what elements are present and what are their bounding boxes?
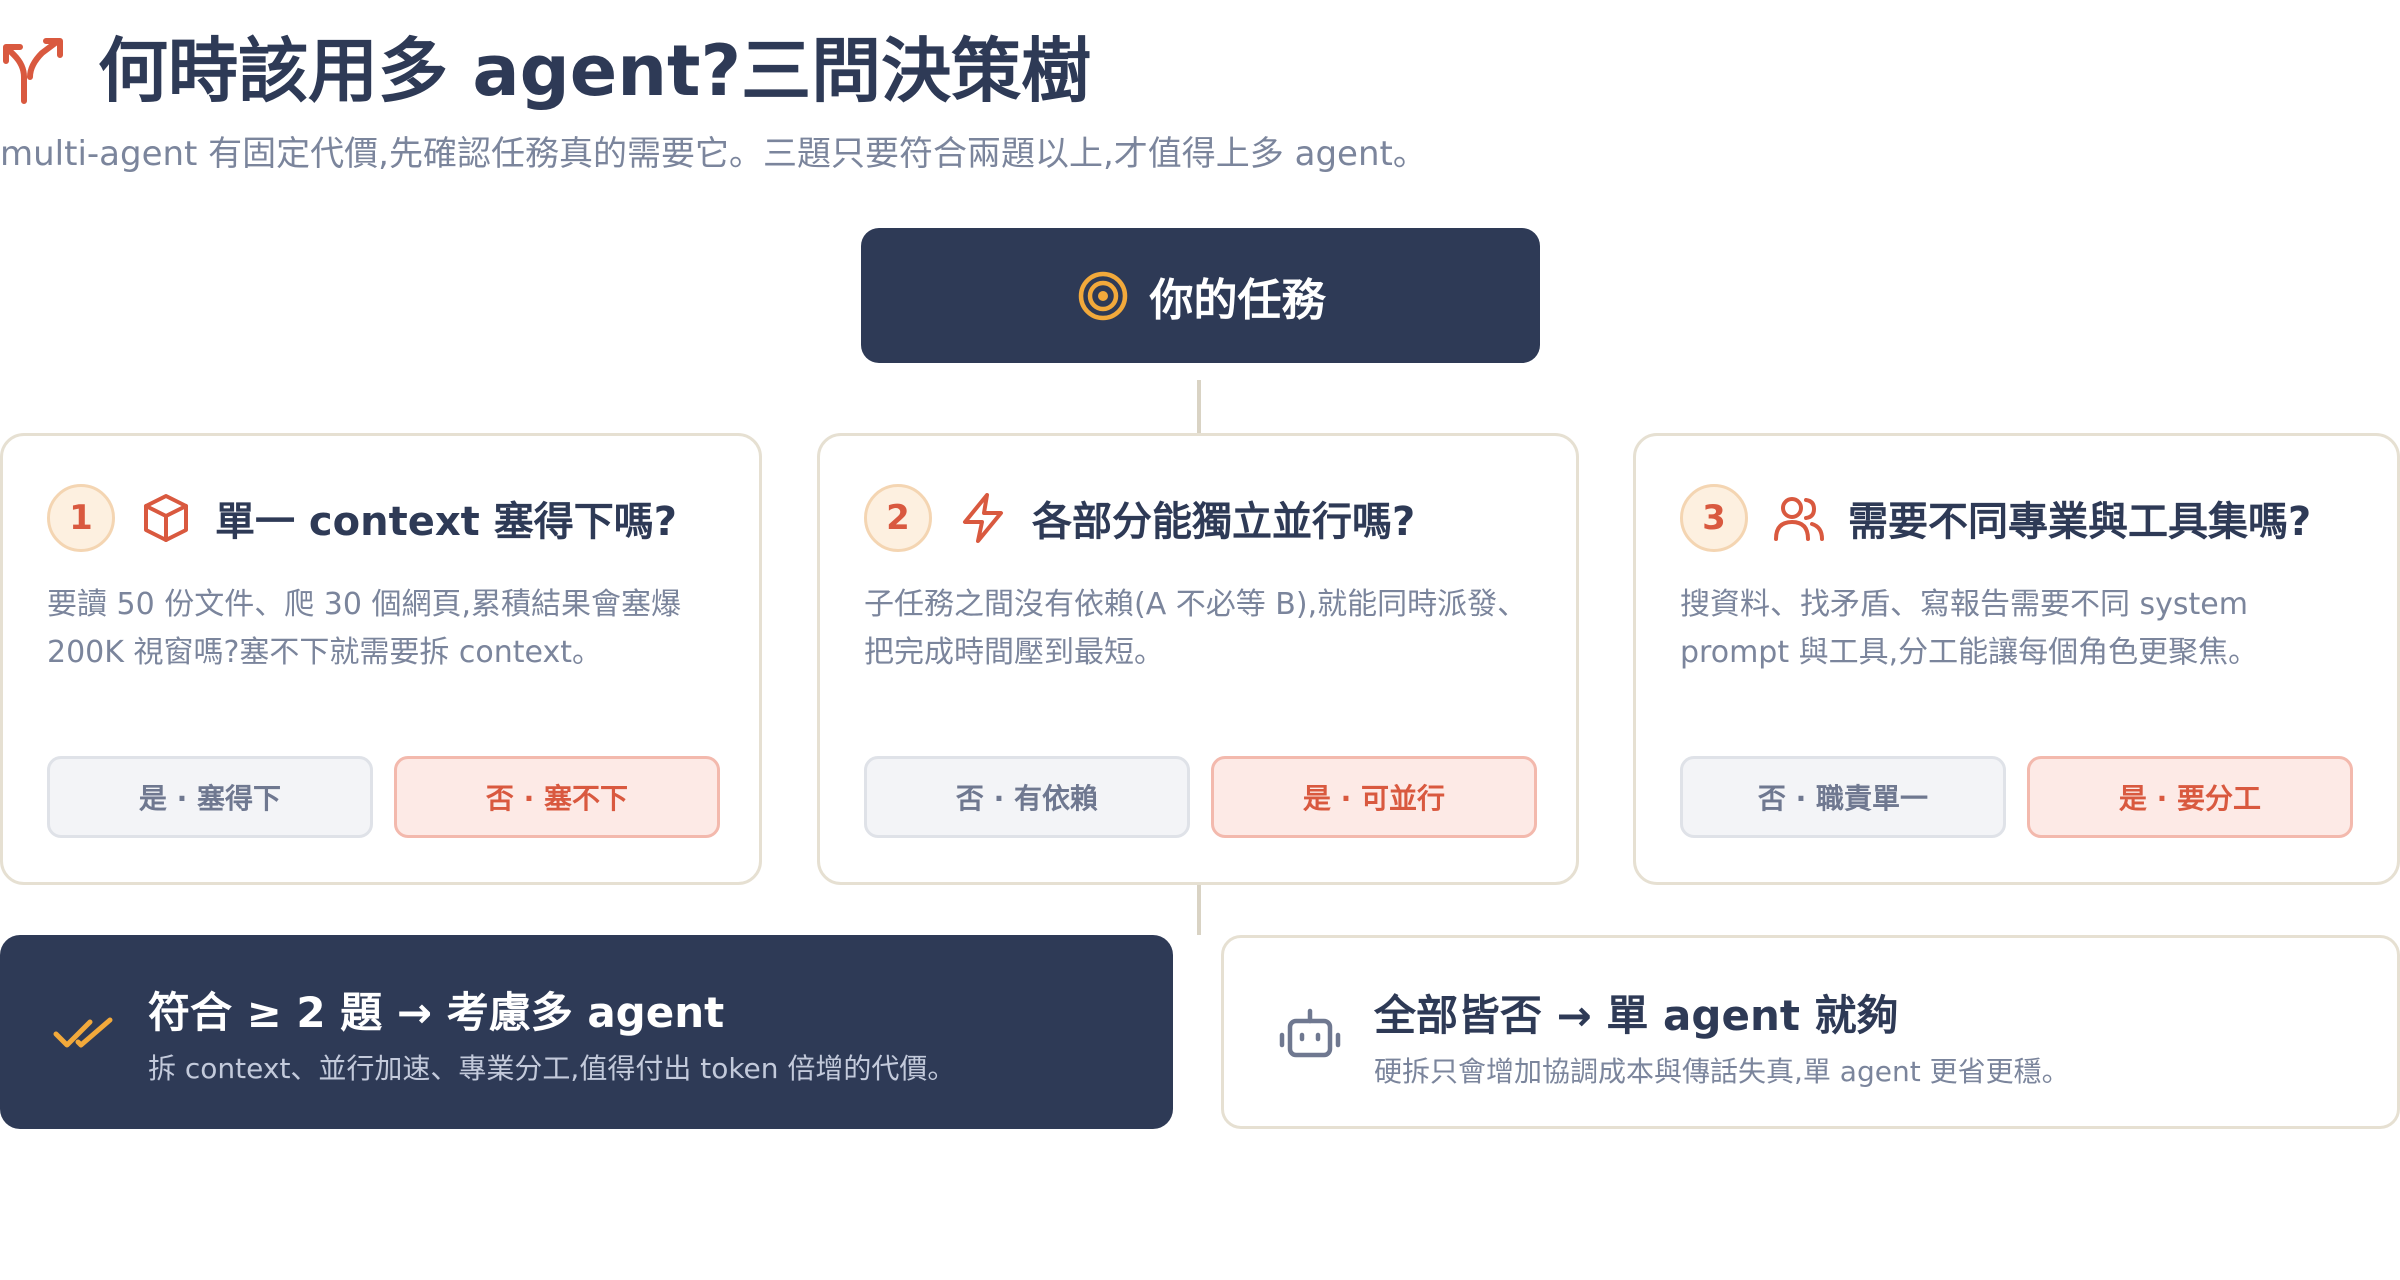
result-title: 全部皆否 → 單 agent 就夠 bbox=[1374, 991, 1899, 1040]
box-icon bbox=[144, 494, 188, 542]
question-card-3: 3 需要不同專業與工具集嗎? 搜資料、找矛盾、寫報告需要不同 system pr… bbox=[1633, 433, 2400, 885]
split-arrows-icon bbox=[3, 38, 63, 104]
option-no-multi-button[interactable]: 否 · 有依賴 bbox=[864, 756, 1190, 838]
users-icon bbox=[1774, 497, 1824, 541]
card-header: 2 各部分能獨立並行嗎? bbox=[864, 484, 1415, 552]
question-description: 子任務之間沒有依賴(A 不必等 B),就能同時派發、把完成時間壓到最短。 bbox=[864, 587, 1528, 670]
option-multi-button[interactable]: 否 · 塞不下 bbox=[394, 756, 720, 838]
double-check-icon bbox=[53, 1017, 113, 1048]
connector-line-bottom bbox=[1197, 885, 1201, 935]
lightning-icon bbox=[963, 493, 1003, 543]
option-no-multi-button[interactable]: 是 · 塞得下 bbox=[47, 756, 373, 838]
question-description: 要讀 50 份文件、爬 30 個網頁,累積結果會塞爆 200K 視窗嗎?塞不下就… bbox=[47, 587, 682, 670]
result-title: 符合 ≥ 2 題 → 考慮多 agent bbox=[148, 988, 725, 1037]
connector-line-top bbox=[1197, 380, 1201, 433]
option-multi-button[interactable]: 是 · 可並行 bbox=[1211, 756, 1537, 838]
card-header: 3 需要不同專業與工具集嗎? bbox=[1680, 484, 2311, 552]
question-title: 單一 context 塞得下嗎? bbox=[215, 499, 677, 545]
card-header: 1 單一 context 塞得下嗎? bbox=[47, 484, 677, 552]
target-icon bbox=[1078, 271, 1127, 320]
question-number-badge: 1 bbox=[47, 484, 115, 552]
result-single-agent: 全部皆否 → 單 agent 就夠 硬拆只會增加協調成本與傳話失真,單 agen… bbox=[1221, 935, 2400, 1129]
question-number-badge: 3 bbox=[1680, 484, 1748, 552]
option-multi-button[interactable]: 是 · 要分工 bbox=[2027, 756, 2353, 838]
robot-icon bbox=[1279, 1008, 1341, 1058]
question-card-1: 1 單一 context 塞得下嗎? 要讀 50 份文件、爬 30 個網頁,累積… bbox=[0, 433, 762, 885]
task-label: 你的任務 bbox=[1149, 274, 1326, 326]
result-description: 硬拆只會增加協調成本與傳話失真,單 agent 更省更穩。 bbox=[1374, 1055, 2070, 1088]
question-title: 各部分能獨立並行嗎? bbox=[1032, 499, 1416, 545]
result-description: 拆 context、並行加速、專業分工,值得付出 token 倍增的代價。 bbox=[148, 1052, 956, 1085]
option-no-multi-button[interactable]: 否 · 職責單一 bbox=[1680, 756, 2006, 838]
page-subtitle: multi-agent 有固定代價,先確認任務真的需要它。三題只要符合兩題以上,… bbox=[0, 134, 1427, 174]
task-node: 你的任務 bbox=[861, 228, 1540, 363]
question-card-2: 2 各部分能獨立並行嗎? 子任務之間沒有依賴(A 不必等 B),就能同時派發、把… bbox=[817, 433, 1579, 885]
question-title: 需要不同專業與工具集嗎? bbox=[1848, 499, 2312, 545]
result-multi-agent: 符合 ≥ 2 題 → 考慮多 agent 拆 context、並行加速、專業分工… bbox=[0, 935, 1173, 1129]
header: 何時該用多 agent?三問決策樹 bbox=[0, 26, 1091, 116]
question-description: 搜資料、找矛盾、寫報告需要不同 system prompt 與工具,分工能讓每個… bbox=[1680, 587, 2259, 670]
page-title: 何時該用多 agent?三問決策樹 bbox=[98, 30, 1092, 112]
question-number-badge: 2 bbox=[864, 484, 932, 552]
